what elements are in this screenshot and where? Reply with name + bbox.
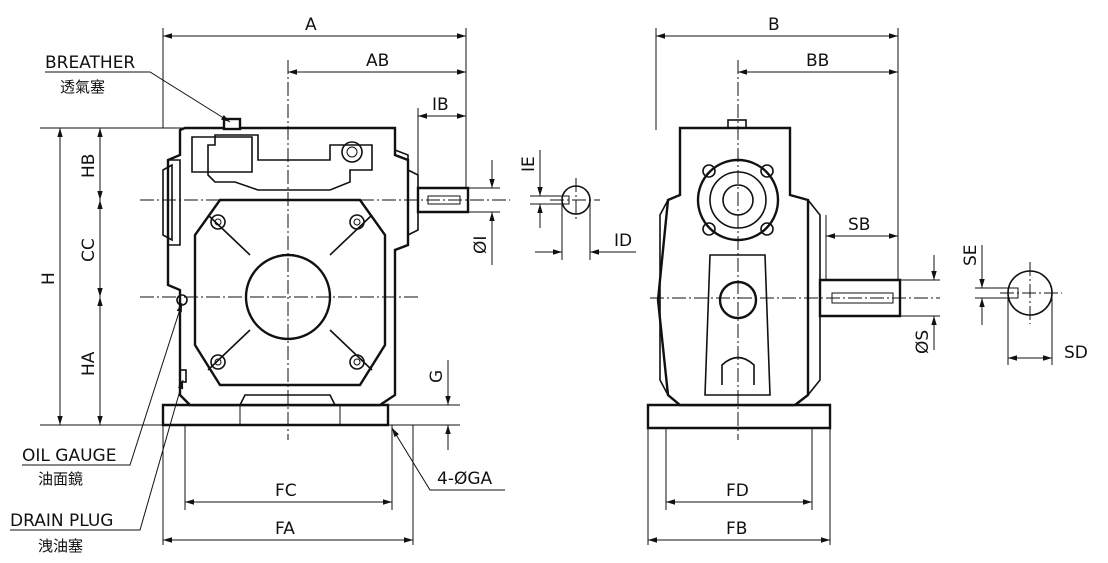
dim-IE: IE: [519, 156, 539, 172]
drain-plug-label-zh: 洩油塞: [38, 537, 83, 555]
dim-SE: SE: [961, 244, 981, 266]
callout-labels: BREATHER 透氣塞 OIL GAUGE 油面鏡 DRAIN PLUG 洩油…: [10, 53, 135, 555]
front-view: [140, 60, 510, 440]
side-view: [646, 60, 940, 440]
drain-plug-label: DRAIN PLUG: [10, 511, 113, 531]
dim-SD: SD: [1064, 343, 1088, 363]
dim-G: G: [427, 370, 447, 383]
dim-FA: FA: [275, 519, 295, 539]
input-key-detail: [530, 150, 636, 260]
dim-FB: FB: [726, 519, 747, 539]
oil-gauge-label-zh: 油面鏡: [38, 470, 83, 488]
dimension-labels: A AB IB HB CC H HA G FC FA 4-ØGA IE ØI I…: [39, 15, 1088, 539]
dim-CC: CC: [79, 238, 99, 262]
dim-ID: ID: [614, 231, 632, 251]
output-key-detail: [975, 245, 1062, 365]
front-dimensions: [10, 28, 505, 545]
dim-IB: IB: [432, 95, 449, 115]
dim-GA: 4-ØGA: [437, 469, 493, 489]
dim-BB: BB: [806, 51, 829, 71]
dim-FC: FC: [275, 481, 297, 501]
dim-SB: SB: [848, 215, 870, 235]
dim-HB: HB: [79, 154, 99, 178]
dim-H: H: [39, 272, 59, 285]
dim-I: ØI: [471, 236, 491, 254]
breather-label-zh: 透氣塞: [60, 78, 105, 96]
side-dimensions: [647, 28, 940, 545]
dim-HA: HA: [79, 351, 99, 376]
dim-A: A: [305, 15, 317, 35]
dim-AB: AB: [366, 51, 389, 71]
dim-S: ØS: [913, 330, 933, 354]
dim-FD: FD: [726, 481, 749, 501]
oil-gauge-label: OIL GAUGE: [22, 446, 116, 466]
breather-label: BREATHER: [45, 53, 135, 73]
dim-B: B: [768, 15, 780, 35]
